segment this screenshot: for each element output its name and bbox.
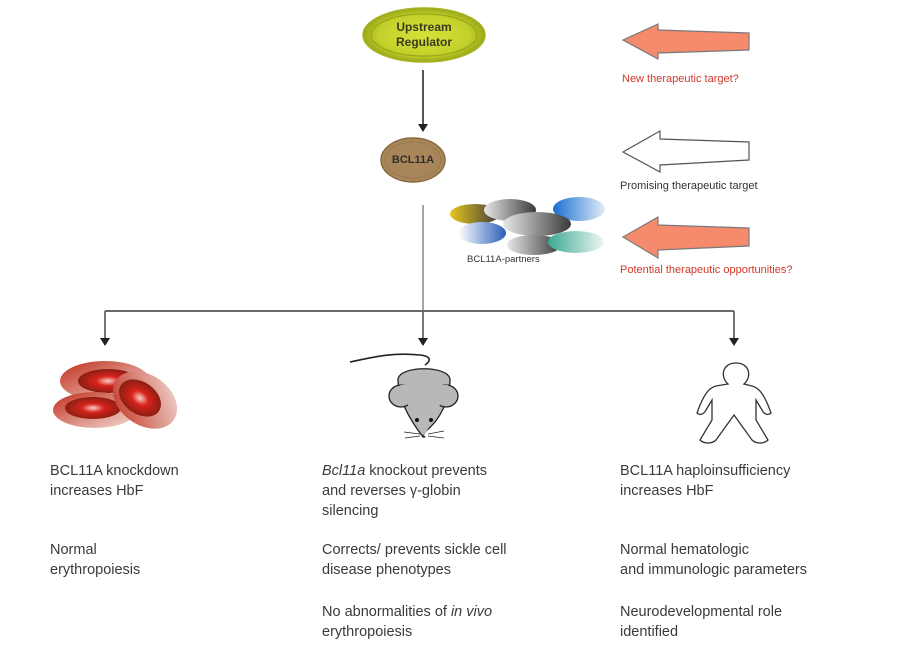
text-line: Normal hematologic (620, 542, 749, 558)
bcl11a-node (380, 137, 446, 183)
label-promising-therapeutic-target: Promising therapeutic target (620, 180, 758, 192)
arrow-new-therapeutic-target (621, 23, 750, 61)
upstream-regulator-node (362, 7, 486, 63)
upstream-label-line1: Upstream (396, 20, 452, 34)
label-new-therapeutic-target: New therapeutic target? (622, 73, 739, 85)
text-line: and immunologic parameters (620, 562, 807, 578)
text-line: Corrects/ prevents sickle cell (322, 542, 507, 558)
text-line: silencing (322, 503, 379, 519)
text-line: Neurodevelopmental role (620, 604, 783, 620)
text-line: erythropoiesis (322, 624, 413, 640)
column-3-block-1: BCL11A haploinsufficiency increases HbF (620, 461, 790, 501)
bcl11a-label: BCL11A (391, 154, 435, 166)
column-3-block-3: Neurodevelopmental role identified (620, 602, 782, 642)
text-line: Normal (50, 542, 97, 558)
branch-arrow-left (100, 311, 110, 346)
text-line: disease phenotypes (322, 562, 451, 578)
human-figure-icon (696, 362, 772, 444)
text-line: BCL11A haploinsufficiency (620, 463, 791, 479)
italic-term: in vivo (450, 604, 493, 620)
text-line: BCL11A knockdown (50, 463, 179, 479)
branch-arrow-right (729, 311, 739, 346)
bcl11a-partners-icon (450, 197, 605, 255)
arrow-promising-therapeutic-target (621, 129, 750, 174)
partners-label: BCL11A-partners (467, 254, 540, 265)
red-blood-cells-icon (53, 361, 178, 429)
upstream-regulator-label: Upstream Regulator (384, 20, 464, 50)
column-2-block-2: Corrects/ prevents sickle cell disease p… (322, 540, 507, 580)
label-potential-therapeutic-opportunities: Potential therapeutic opportunities? (620, 264, 793, 276)
text-line: increases HbF (620, 483, 714, 499)
column-1-block-1: BCL11A knockdown increases HbF (50, 461, 179, 501)
text-line: No abnormalities of in vivo (322, 602, 492, 622)
text-span: knockout prevents (365, 463, 487, 479)
upstream-label-line2: Regulator (395, 35, 452, 49)
text-line: increases HbF (50, 483, 144, 499)
column-2-block-1: Bcl11a knockout prevents and reverses γ-… (322, 461, 487, 521)
text-line: and reverses γ-globin (322, 483, 461, 499)
branch-arrow-center (418, 311, 428, 346)
arrow-potential-therapeutic-opportunities (621, 215, 750, 260)
mouse-icon (349, 353, 459, 439)
column-3-block-2: Normal hematologic and immunologic param… (620, 540, 807, 580)
text-line: Bcl11a knockout prevents (322, 461, 487, 481)
gene-name-italic: Bcl11a (322, 463, 366, 479)
text-line: identified (620, 624, 679, 640)
arrow-upstream-to-bcl11a (418, 70, 428, 132)
column-1-block-2: Normal erythropoiesis (50, 540, 140, 580)
text-span: No abnormalities of (322, 604, 451, 620)
text-line: erythropoiesis (50, 562, 141, 578)
column-2-block-3: No abnormalities of in vivo erythropoies… (322, 602, 492, 642)
